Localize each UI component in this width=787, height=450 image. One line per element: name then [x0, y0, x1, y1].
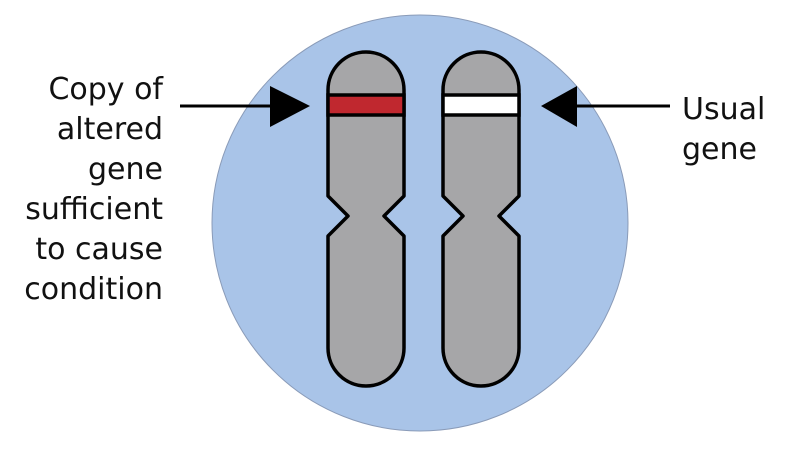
- left-chromosome: [326, 50, 406, 388]
- altered-gene-label-line: to cause: [35, 232, 163, 267]
- left-arrow-head: [270, 86, 310, 127]
- altered-gene-label-line: altered: [56, 112, 163, 147]
- cell-circle: [211, 14, 629, 432]
- altered-gene-band: [326, 93, 406, 117]
- right-chromosome: [441, 50, 521, 388]
- altered-gene-label-line: condition: [24, 272, 163, 307]
- usual-gene-label-line: Usual: [682, 92, 766, 127]
- altered-gene-label-line: gene: [88, 152, 163, 187]
- altered-gene-label-line: sufficient: [25, 192, 163, 227]
- right-arrow-head: [541, 86, 577, 127]
- altered-gene-label: Copy of altered gene sufficient to cause…: [24, 70, 163, 310]
- altered-gene-label-line: Copy of: [48, 72, 163, 107]
- usual-gene-label-line: gene: [682, 132, 757, 167]
- usual-gene-band: [441, 93, 521, 117]
- usual-gene-label: Usual gene: [682, 90, 765, 170]
